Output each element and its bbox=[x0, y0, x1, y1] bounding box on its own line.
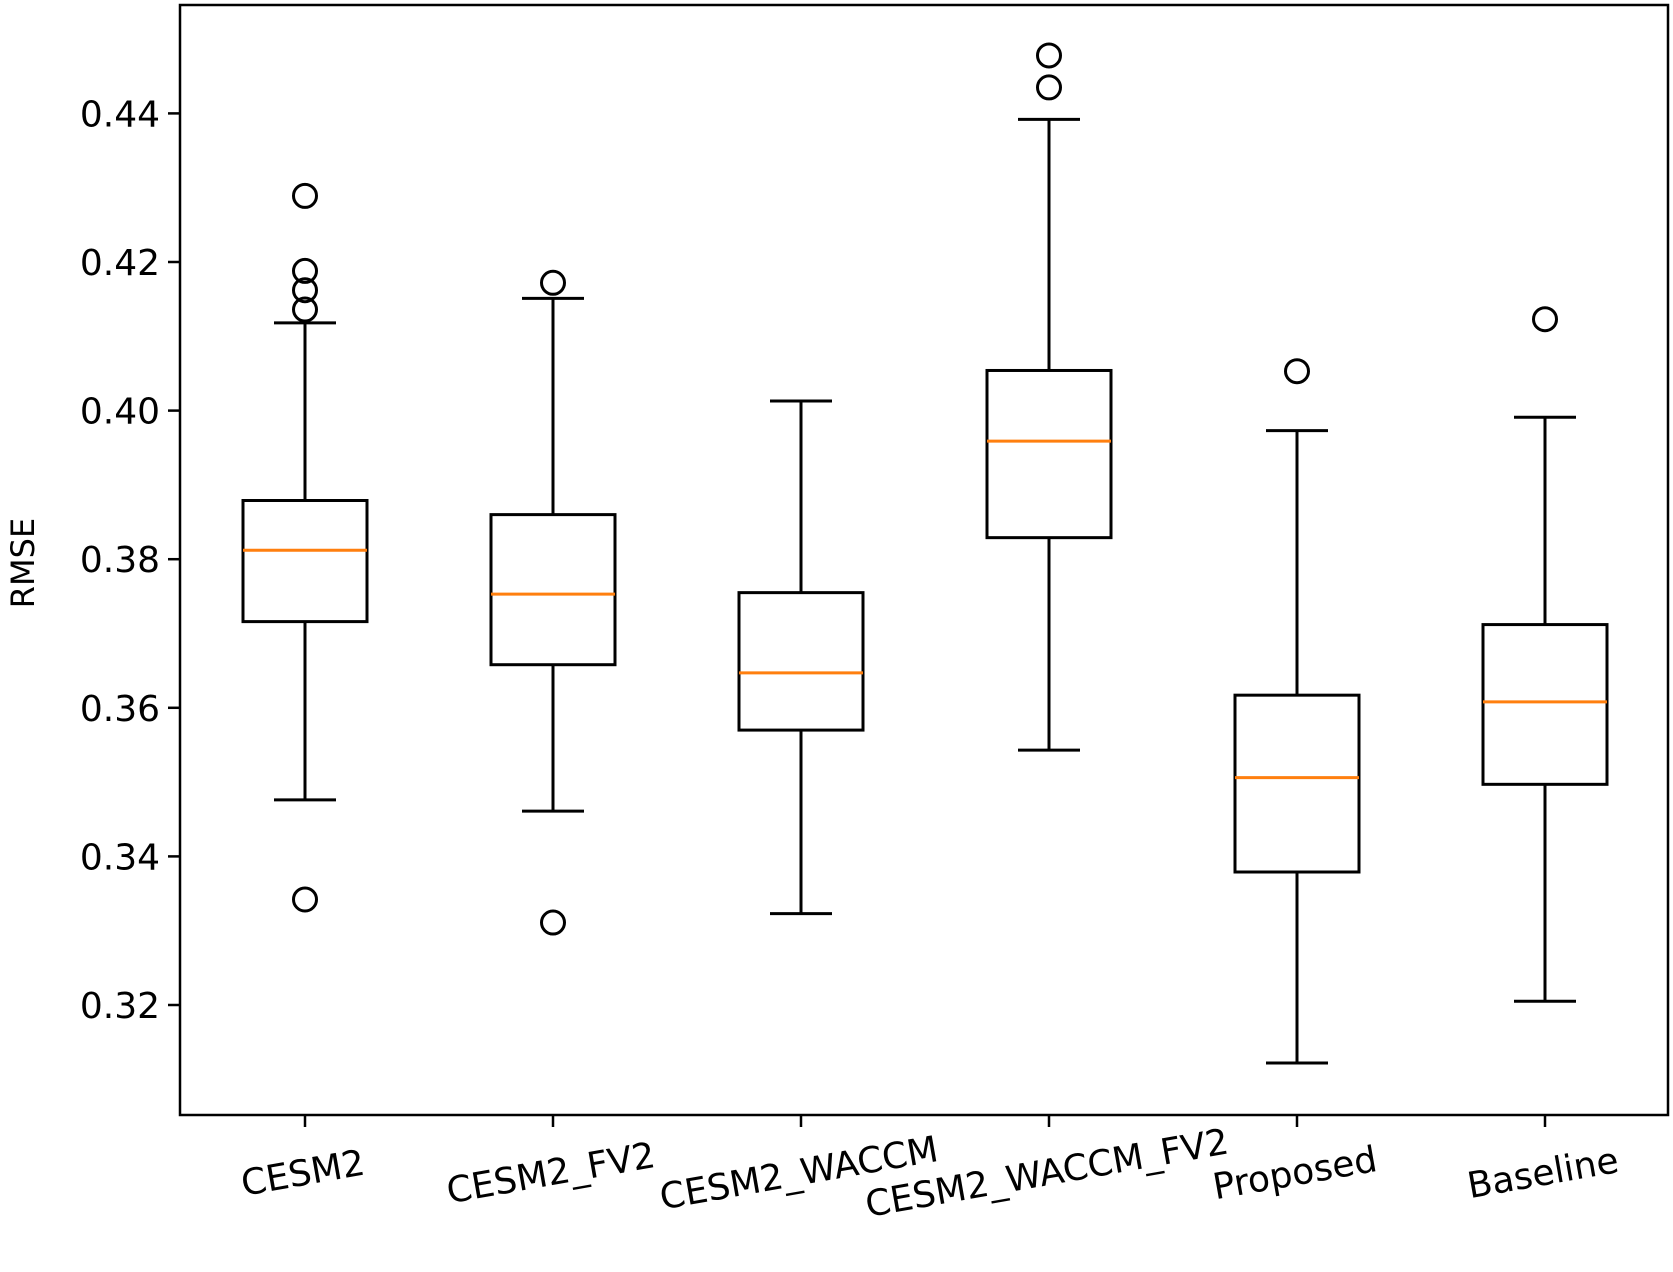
outlier-point bbox=[540, 269, 566, 296]
outlier-point bbox=[1532, 306, 1558, 333]
outlier-point bbox=[1036, 42, 1062, 69]
iqr-box bbox=[1481, 623, 1609, 786]
y-tick-label: 0.38 bbox=[80, 540, 160, 581]
outlier-point bbox=[1036, 74, 1062, 101]
outlier-point bbox=[540, 909, 566, 936]
box-group-2 bbox=[737, 399, 865, 916]
iqr-box bbox=[241, 499, 369, 624]
box-group-4 bbox=[1233, 358, 1361, 1065]
box-group-1 bbox=[489, 269, 617, 936]
y-tick-label: 0.44 bbox=[80, 94, 160, 135]
y-tick-label: 0.42 bbox=[80, 243, 160, 284]
outlier-point bbox=[1284, 358, 1310, 385]
y-axis: 0.32 0.34 0.36 0.38 0.40 0.44 0.42 bbox=[80, 94, 180, 1027]
outlier-point bbox=[292, 296, 318, 323]
outlier-point bbox=[292, 182, 318, 209]
outlier-point bbox=[292, 886, 318, 913]
plot-area bbox=[241, 42, 1609, 1065]
box-group-5 bbox=[1481, 306, 1609, 1003]
outlier-point bbox=[292, 257, 318, 284]
outlier-point bbox=[292, 277, 318, 304]
iqr-box bbox=[1233, 693, 1361, 874]
y-tick-label: 0.32 bbox=[80, 986, 160, 1027]
y-tick-label: 0.34 bbox=[80, 837, 160, 878]
iqr-box bbox=[737, 591, 865, 732]
y-tick-label: 0.40 bbox=[80, 392, 160, 433]
y-tick-label: 0.36 bbox=[80, 689, 160, 730]
iqr-box bbox=[489, 513, 617, 667]
y-axis-title: RMSE bbox=[4, 518, 42, 608]
box-group-3 bbox=[985, 42, 1113, 752]
box-group-0 bbox=[241, 182, 369, 913]
iqr-box bbox=[985, 368, 1113, 540]
